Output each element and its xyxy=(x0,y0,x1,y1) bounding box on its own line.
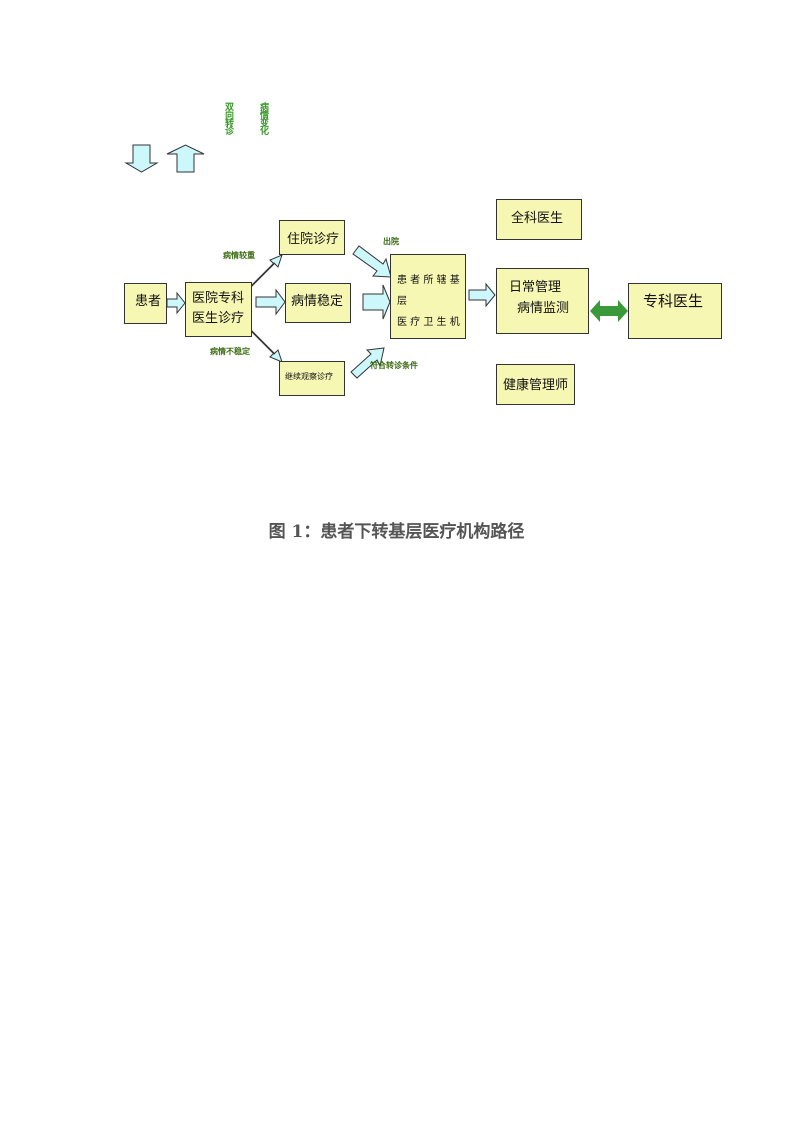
node-health-manager: 健康管理师 xyxy=(496,364,575,405)
arrow-primary-to-daily xyxy=(468,282,496,308)
node-label: 患者 xyxy=(135,294,162,309)
down-arrow-icon xyxy=(124,144,159,173)
arrow-patient-to-hospital xyxy=(166,291,186,315)
edge-label-unstable: 病情不稳定 xyxy=(210,347,250,356)
arrow-hospital-to-inpatient xyxy=(251,254,283,288)
legend-down-label: 双向转诊 xyxy=(223,102,233,134)
node-label: 医 疗 卫 生 机 xyxy=(397,317,460,328)
edge-label-criteria: 符合转诊条件 xyxy=(370,361,418,370)
node-label: 健康管理师 xyxy=(503,378,569,393)
node-label: 病情稳定 xyxy=(291,294,344,309)
double-arrow-green-icon xyxy=(590,300,628,322)
figure-caption: 图 1：患者下转基层医疗机构路径 xyxy=(268,522,525,542)
arrow-discharge xyxy=(352,245,392,278)
arrow-observe-to-primary xyxy=(350,347,385,379)
node-label: 医生诊疗 xyxy=(192,311,245,326)
node-label: 专科医生 xyxy=(643,292,704,310)
edge-label-discharge: 出院 xyxy=(383,237,399,246)
node-stable: 病情稳定 xyxy=(285,283,351,323)
arrow-hospital-to-observe xyxy=(251,329,283,363)
node-patient: 患者 xyxy=(124,283,167,324)
node-label: 层 xyxy=(397,296,407,307)
node-primary-care: 患 者 所 辖 基 层 医 疗 卫 生 机 xyxy=(390,254,466,339)
arrow-stable-to-primary xyxy=(362,284,391,320)
node-inpatient: 住院诊疗 xyxy=(279,220,345,255)
node-label: 全科医生 xyxy=(511,211,564,226)
node-label: 医院专科 xyxy=(192,291,245,306)
node-label: 住院诊疗 xyxy=(287,232,340,247)
edge-label-severe: 病情较重 xyxy=(223,251,255,260)
legend-up-label: 病情变化 xyxy=(258,102,268,134)
node-label: 日常管理 xyxy=(509,280,562,295)
node-label: 继续观察诊疗 xyxy=(285,372,333,381)
node-specialist: 专科医生 xyxy=(628,283,722,339)
node-specialist-hospital: 医院专科 医生诊疗 xyxy=(185,282,252,337)
node-observe: 继续观察诊疗 xyxy=(279,361,345,396)
up-arrow-icon xyxy=(166,144,205,173)
node-daily-management: 日常管理 病情监测 xyxy=(496,268,589,334)
node-label: 患 者 所 辖 基 xyxy=(397,275,460,286)
arrow-hospital-to-stable xyxy=(255,288,286,316)
node-gp: 全科医生 xyxy=(496,199,582,240)
node-label: 病情监测 xyxy=(517,301,570,316)
